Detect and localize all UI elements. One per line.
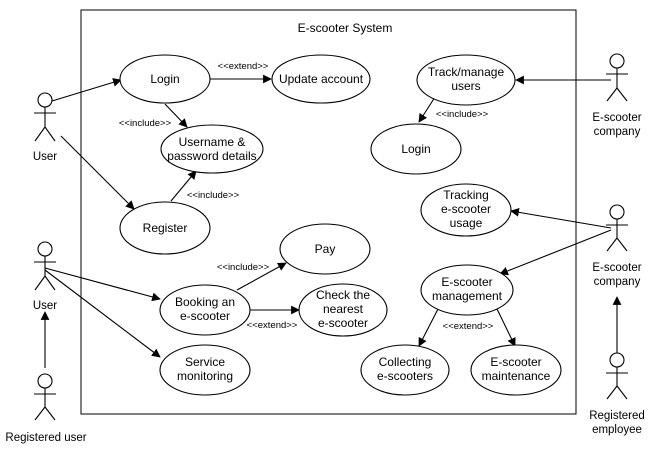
assoc-user-service [44,269,161,358]
system-boundary [80,9,577,415]
connectors [40,74,622,368]
include-booking-pay [236,262,287,291]
actor-user-mid-icon [34,241,56,291]
actor-user-top-icon [34,92,56,142]
uc-pay [279,223,371,275]
uc-register [119,201,211,255]
include-register-username [170,170,197,202]
assoc-company-management [499,229,612,276]
uc-pay-label: Pay [315,242,336,256]
assoc-user-login [51,78,122,102]
uc-track-manage [416,54,516,106]
uc-collecting [360,344,450,396]
uc-login-company-label: Login [401,142,430,156]
uc-login [119,54,211,104]
uc-check-nearest [298,283,388,337]
include-label-track: <<include>> [436,109,489,120]
uc-update-account-label: Update account [279,72,364,86]
extend-label-management: <<extend>> [443,321,494,332]
uc-update-account [271,54,371,104]
system-title: E-scooter System [298,21,393,35]
uc-booking [159,284,251,336]
actor-user-top-label: User [33,151,57,163]
uc-maintenance [470,344,562,396]
include-login-username [164,103,188,128]
include-label-pay: <<include>> [217,262,270,273]
uc-username-password [160,124,264,174]
uc-service-monitoring [159,344,251,396]
assoc-company-tracking [510,207,612,229]
uc-register-label: Register [143,221,188,235]
uc-management [420,264,514,316]
actor-registered-user-label: Registered user [5,432,86,444]
actor-registered-user-icon [34,373,56,421]
extend-management-collecting [418,308,439,347]
uc-username-password-label: Username &password details [167,135,256,163]
assoc-user-register [60,135,135,210]
uc-tracking-usage [420,183,512,237]
extend-label-update: <<extend>> [218,61,269,72]
uc-login-company [370,123,462,175]
actor-user-mid-label: User [33,300,57,312]
assoc-user-booking [44,267,161,302]
actor-company-top-icon [606,53,628,102]
extend-label-check: <<extend>> [247,320,298,331]
include-label-username: <<include>> [119,118,172,129]
include-label-register: <<include>> [187,190,240,201]
uc-login-label: Login [150,72,179,86]
actor-registered-employee-icon [606,352,628,400]
use-cases [119,54,562,396]
include-track-login [418,96,436,123]
actor-company-mid-icon [606,204,628,252]
extend-management-maintenance [496,308,516,347]
